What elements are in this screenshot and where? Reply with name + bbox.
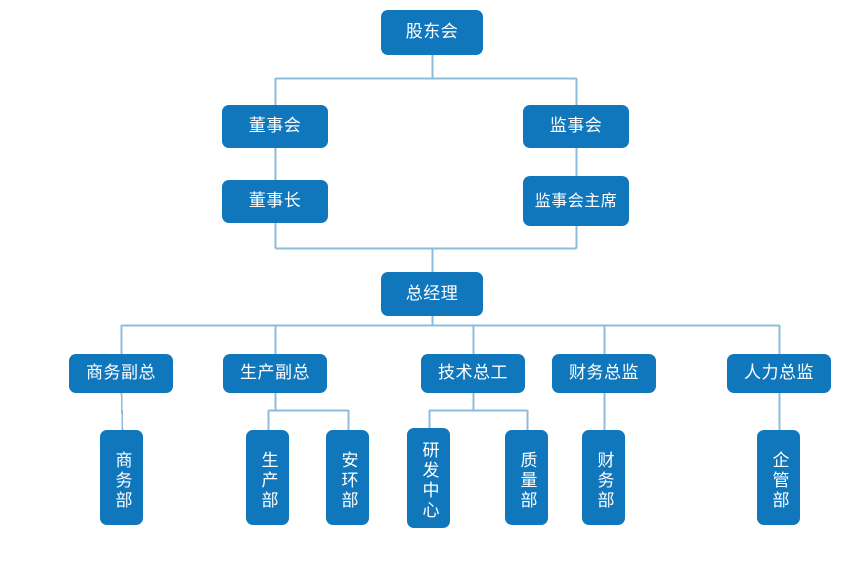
node-label-line: 监事会 bbox=[534, 191, 585, 211]
node-dept-quality[interactable]: 质量部 bbox=[505, 430, 548, 525]
node-chief-engineer[interactable]: 技术总工 bbox=[421, 354, 525, 393]
node-dept-finance[interactable]: 财务部 bbox=[582, 430, 625, 525]
node-dept-rnd[interactable]: 研发中心 bbox=[407, 428, 450, 528]
node-shareholders[interactable]: 股东会 bbox=[381, 10, 483, 55]
node-dept-enterprise-mgmt[interactable]: 企管部 bbox=[757, 430, 800, 525]
connector bbox=[120, 392, 124, 431]
node-dept-safety[interactable]: 安环部 bbox=[326, 430, 369, 525]
node-dept-business[interactable]: 商务部 bbox=[100, 430, 143, 525]
node-supervisory-board[interactable]: 监事会 bbox=[523, 105, 629, 148]
node-chairman[interactable]: 董事长 bbox=[222, 180, 328, 223]
node-vp-business[interactable]: 商务副总 bbox=[69, 354, 173, 393]
node-label-line: 主席 bbox=[584, 191, 618, 211]
node-vp-production[interactable]: 生产副总 bbox=[223, 354, 327, 393]
node-cfo[interactable]: 财务总监 bbox=[552, 354, 656, 393]
node-general-manager[interactable]: 总经理 bbox=[381, 272, 483, 316]
node-supervisory-chair[interactable]: 监事会主席 bbox=[523, 176, 629, 226]
node-dept-production[interactable]: 生产部 bbox=[246, 430, 289, 525]
node-chro[interactable]: 人力总监 bbox=[727, 354, 831, 393]
node-board[interactable]: 董事会 bbox=[222, 105, 328, 148]
